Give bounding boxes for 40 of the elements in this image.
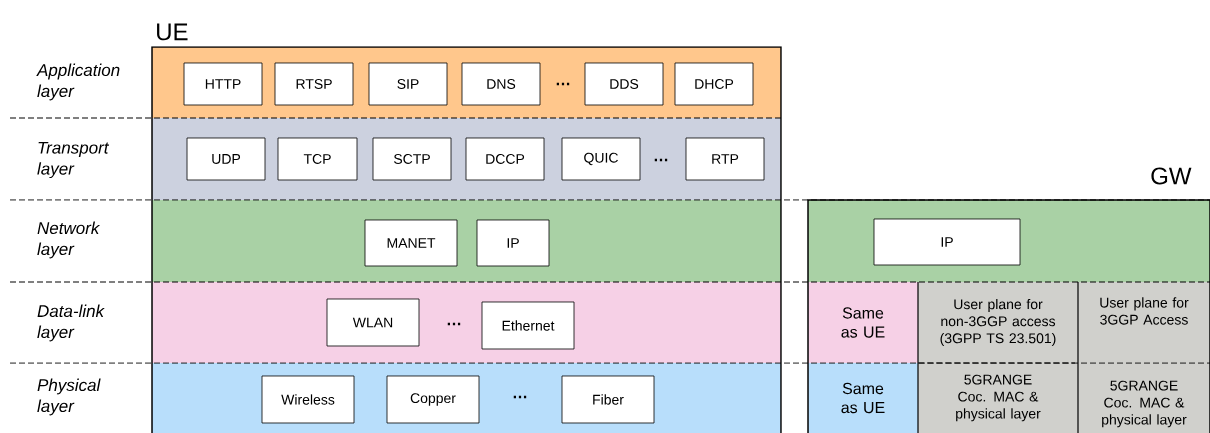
protocol-box: HTTP: [183, 62, 263, 106]
layer-label: Application layer: [36, 63, 120, 101]
layer-label: Physical layer: [37, 378, 101, 416]
layer-cell: Same as UE: [808, 363, 918, 433]
ellipsis: …: [513, 395, 527, 399]
protocol-box: SIP: [368, 62, 448, 106]
stack-heading: UE: [157, 23, 188, 41]
layer-label: Network layer: [37, 221, 101, 259]
protocol-box: DCCP: [465, 137, 545, 181]
ellipsis: …: [447, 322, 461, 326]
protocol-box: DNS: [461, 62, 541, 106]
protocol-box: WLAN: [326, 298, 420, 347]
ellipsis: …: [556, 82, 570, 86]
node-label: User plane for non-3GGP access (3GPP TS 23.501): [940, 298, 1056, 347]
stack-heading: GW: [1151, 167, 1192, 185]
protocol-box: IP: [873, 218, 1021, 266]
protocol-box: DHCP: [674, 62, 754, 106]
protocol-box: UDP: [186, 137, 266, 181]
protocol-box: RTP: [685, 137, 765, 181]
protocol-box: Fiber: [561, 375, 655, 424]
protocol-box: Copper: [386, 375, 480, 424]
layer-cell: User plane for 3GGP Access 5GRANGE Coc. MAC & physical layer: [1078, 282, 1210, 433]
protocol-box: SCTP: [372, 137, 452, 181]
protocol-box: QUIC: [561, 137, 641, 181]
protocol-box: IP: [476, 219, 550, 267]
protocol-box: DDS: [584, 62, 664, 106]
node-label: 5GRANGE Coc. MAC & physical layer: [956, 374, 1041, 422]
layer-cell: Same as UE: [808, 282, 918, 363]
protocol-box: Ethernet: [481, 301, 575, 350]
protocol-box: MANET: [364, 219, 458, 267]
layer-cell: 5GRANGE Coc. MAC & physical layer: [918, 363, 1078, 433]
ellipsis: …: [654, 158, 668, 162]
protocol-box: RTSP: [274, 62, 354, 106]
layer-cell: User plane for non-3GGP access (3GPP TS 23.501): [918, 282, 1078, 363]
protocol-box: Wireless: [261, 375, 355, 424]
layer-label: Data-link layer: [37, 304, 105, 342]
node-label: User plane for 3GGP Access: [1100, 297, 1189, 325]
layer-label: Transport layer: [37, 141, 110, 179]
protocol-box: TCP: [277, 137, 358, 181]
node-label: 5GRANGE Coc. MAC & physical layer: [1102, 380, 1187, 428]
